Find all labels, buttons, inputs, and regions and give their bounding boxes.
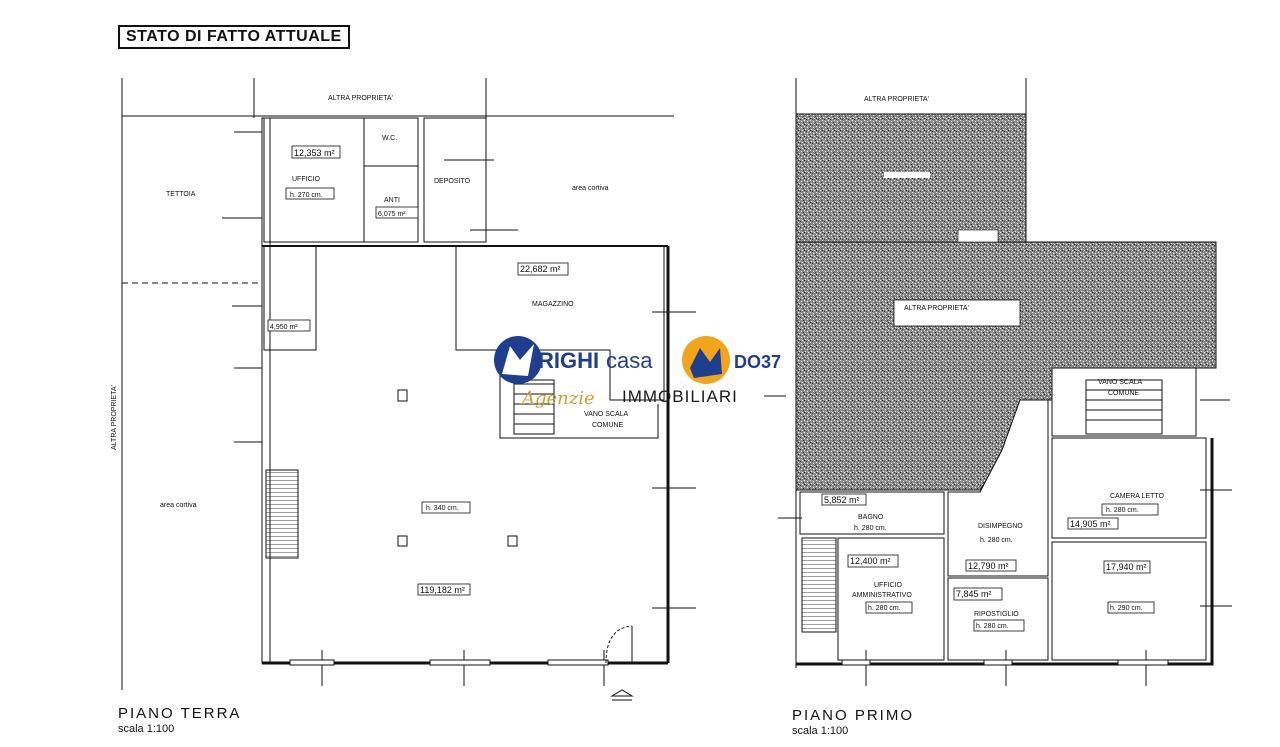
ground-floor-title: PIANO TERRA [118,705,242,722]
gf-tettoia: TETTOIA [166,191,196,198]
ff-disimpegno: DISIMPEGNO [978,523,1023,530]
gf-main-area: 119,182 m² [420,585,465,595]
ff-bagno-h: h. 280 cm. [854,525,887,532]
ff-ufficio-area: 12,400 m² [850,556,891,566]
gf-vano-scala-2: COMUNE [592,422,623,429]
ff-room-h: h. 290 cm. [1110,605,1143,612]
ff-ripostiglio: RIPOSTIGLIO [974,611,1019,618]
franchise-code: DO37 [734,352,781,372]
ff-vano-scala-2: COMUNE [1108,390,1139,397]
gf-ufficio: UFFICIO [292,176,321,183]
ff-camera-h: h. 280 cm. [1106,507,1139,514]
gf-altra-top: ALTRA PROPRIETA' [328,95,393,102]
brand-tagline: IMMOBILIARI [622,387,738,406]
gf-wc: W.C. [382,135,397,142]
ff-bagno-area: 5,852 m² [824,495,860,505]
first-floor-plan [778,78,1232,686]
brand-roof-icon [502,344,534,376]
ff-vano-scala-1: VANO SCALA [1098,379,1143,386]
gf-cortiva-bottom: area cortiva [160,502,197,509]
gf-deposito: DEPOSITO [434,178,471,185]
page-title: STATO DI FATTO ATTUALE [118,25,350,49]
gf-cortiva-top: area cortiva [572,185,609,192]
ff-room-area: 17,940 m² [1106,562,1147,572]
ff-camera: CAMERA LETTO [1110,493,1164,500]
ff-ripostiglio-h: h. 280 cm. [976,623,1009,630]
ff-ufficio-h: h. 280 cm. [868,605,901,612]
ground-floor-plan [121,78,696,701]
ff-camera-area: 14,905 m² [1070,519,1111,529]
ff-disimpegno-h: h. 280 cm. [980,537,1013,544]
franchise-house-icon [690,348,722,378]
ff-disimpegno-area: 12,790 m² [968,561,1009,571]
gf-magazzino-area: 22,682 m² [520,264,561,274]
gf-anti: ANTI [384,197,400,204]
gf-small-area: 4,950 m² [270,324,298,331]
ground-floor-scale: scala 1:100 [118,723,175,735]
brand-watermark: RIGHI casa DO37 Agenzie IMMOBILIARI [494,336,786,409]
gf-magazzino: MAGAZZINO [532,301,574,308]
brand-name-light: casa [606,348,653,373]
gf-ufficio-area: 12,353 m² [294,148,335,158]
brand-name-bold: RIGHI [538,348,599,373]
ff-altra-top: ALTRA PROPRIETA' [864,96,929,103]
ff-altra-mid: ALTRA PROPRIETA' [904,305,969,312]
gf-main-h: h. 340 cm. [426,505,459,512]
gf-altra-left: ALTRA PROPRIETA' [111,385,118,450]
first-floor-title: PIANO PRIMO [792,707,915,724]
gf-vano-scala-1: VANO SCALA [584,411,629,418]
gf-ufficio-h: h. 270 cm. [290,192,323,199]
first-floor-scale: scala 1:100 [792,725,849,737]
ff-ufficio-1: UFFICIO [874,582,903,589]
ff-ufficio-2: AMMINISTRATIVO [852,592,912,599]
first-area-frames [821,299,1159,632]
gf-anti-area: 6,075 m² [378,211,406,218]
ff-ripostiglio-area: 7,845 m² [956,589,992,599]
ground-area-frames [267,145,569,596]
brand-script-word: Agenzie [520,388,595,409]
ff-bagno: BAGNO [858,514,884,521]
